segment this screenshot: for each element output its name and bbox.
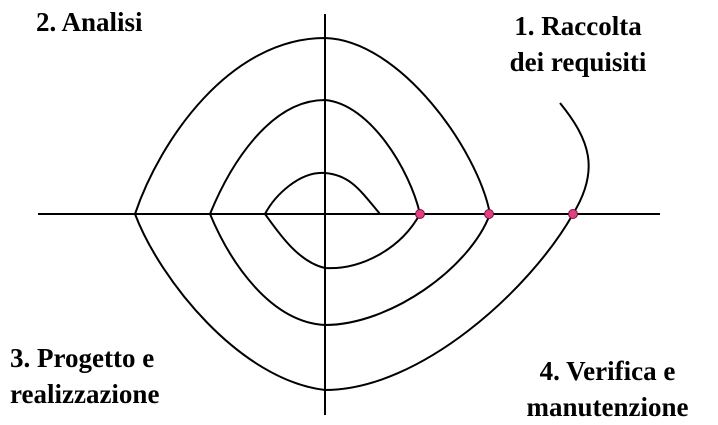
quadrant-label-verifica: 4. Verifica e manutenzione xyxy=(500,353,715,425)
quadrant-label-progetto-line1: 3. Progetto e xyxy=(10,343,155,373)
quadrant-label-raccolta-line1: 1. Raccolta xyxy=(514,11,642,41)
milestone-marker-outer xyxy=(568,209,578,219)
quadrant-label-verifica-line2: manutenzione xyxy=(526,392,689,422)
quadrant-label-analisi: 2. Analisi xyxy=(36,4,143,40)
quadrant-label-raccolta: 1. Raccolta dei requisiti xyxy=(478,8,678,80)
quadrant-label-analisi-line1: 2. Analisi xyxy=(36,7,143,37)
spiral-curve xyxy=(133,36,590,392)
quadrant-label-progetto: 3. Progetto e realizzazione xyxy=(10,340,159,412)
milestone-marker-middle xyxy=(484,209,494,219)
quadrant-label-raccolta-line2: dei requisiti xyxy=(509,47,647,77)
quadrant-label-progetto-line2: realizzazione xyxy=(10,379,160,409)
quadrant-label-verifica-line1: 4. Verifica e xyxy=(539,356,676,386)
milestone-marker-inner xyxy=(415,209,425,219)
